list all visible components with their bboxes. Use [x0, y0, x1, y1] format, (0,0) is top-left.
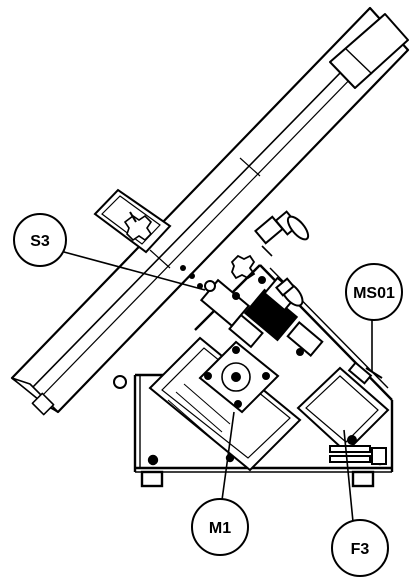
knob-plate: [93, 188, 172, 254]
callout-label-m1: M1: [209, 520, 231, 537]
tilted-arm: [10, 6, 410, 416]
leader-lines: [63, 251, 373, 533]
motor-m1: [148, 336, 302, 472]
callout-f3: F3: [331, 519, 389, 577]
clamp-knob: [254, 210, 310, 257]
callout-label-f3: F3: [351, 541, 370, 558]
unit-f3: [296, 361, 390, 465]
gear-mechanism: [199, 276, 324, 357]
callout-ms01: MS01: [345, 263, 403, 321]
callout-label-ms01: MS01: [353, 285, 395, 302]
small-knob: [230, 254, 256, 280]
callout-label-s3: S3: [30, 233, 50, 250]
callout-s3: S3: [13, 213, 67, 267]
callout-m1: M1: [191, 498, 249, 556]
